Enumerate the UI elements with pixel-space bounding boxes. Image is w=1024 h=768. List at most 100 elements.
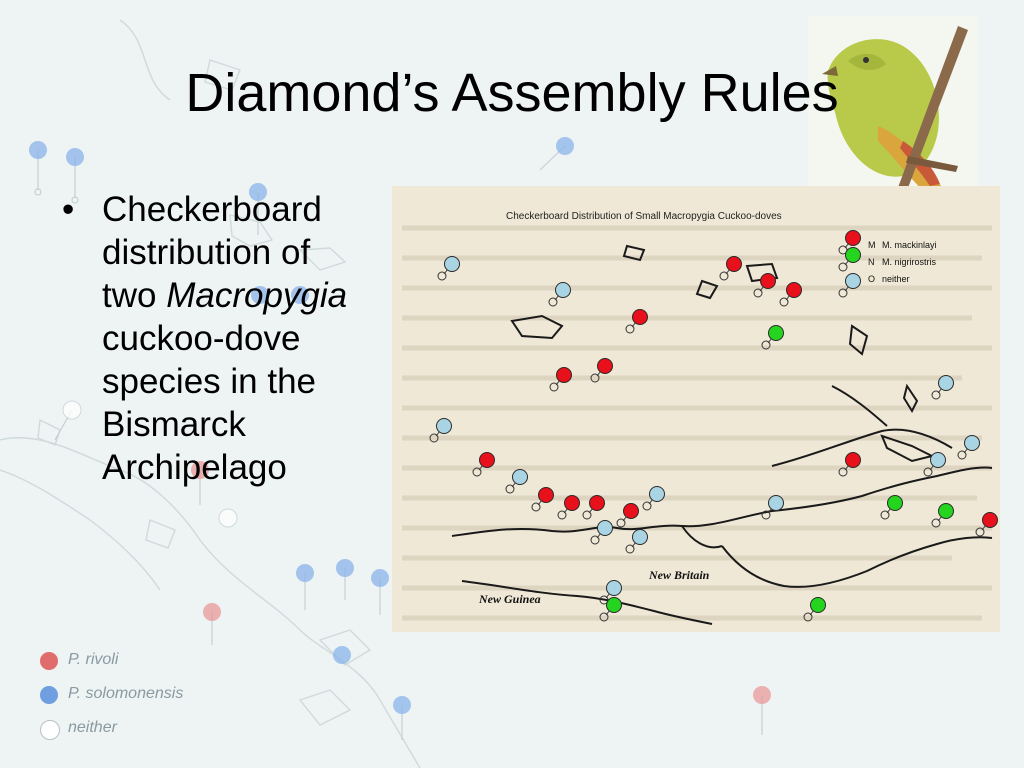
marker-ring bbox=[590, 535, 600, 545]
figure-legend-species: neither bbox=[882, 274, 910, 284]
mackinlayi-marker bbox=[623, 503, 639, 519]
marker-ring bbox=[642, 501, 652, 511]
marker-ring bbox=[429, 433, 439, 443]
mackinlayi-marker bbox=[845, 452, 861, 468]
bullet-marker: • bbox=[62, 190, 75, 229]
checkerboard-map-figure: Checkerboard Distribution of Small Macro… bbox=[392, 186, 1000, 632]
neither-marker bbox=[606, 580, 622, 596]
marker-ring bbox=[753, 288, 763, 298]
marker-ring bbox=[923, 467, 933, 477]
island-outline bbox=[745, 262, 779, 283]
bullet-line: two Macropygia bbox=[102, 274, 402, 317]
nigrirostris-marker bbox=[887, 495, 903, 511]
map-coastlines bbox=[451, 244, 993, 625]
marker-ring bbox=[582, 510, 592, 520]
marker-ring bbox=[505, 484, 515, 494]
marker-ring bbox=[599, 595, 609, 605]
marker-ring bbox=[975, 527, 985, 537]
legend-swatch-icon bbox=[40, 652, 58, 670]
background-markers bbox=[29, 137, 771, 714]
island-outline bbox=[848, 324, 869, 356]
new-guinea-label: New Guinea bbox=[478, 592, 541, 606]
island-outline bbox=[880, 434, 935, 463]
neither-marker bbox=[930, 452, 946, 468]
marker-ring bbox=[838, 467, 848, 477]
island-outline bbox=[510, 314, 564, 340]
legend-label: P. rivoli bbox=[68, 651, 119, 668]
figure-legend-code: O bbox=[868, 274, 875, 284]
new-guinea-coast bbox=[461, 580, 713, 625]
nigrirostris-marker bbox=[768, 325, 784, 341]
background-coastline bbox=[0, 19, 421, 768]
island-outline bbox=[695, 279, 719, 300]
mackinlayi-marker bbox=[538, 487, 554, 503]
mackinlayi-marker bbox=[982, 512, 998, 528]
new-britain-coast bbox=[451, 466, 993, 537]
island-outline bbox=[622, 244, 646, 262]
neither-marker bbox=[938, 375, 954, 391]
mackinlayi-marker bbox=[726, 256, 742, 272]
neither-marker bbox=[436, 418, 452, 434]
marker-ring bbox=[616, 518, 626, 528]
bullet-line: distribution of bbox=[102, 233, 311, 272]
marker-ring bbox=[472, 467, 482, 477]
nigrirostris-marker bbox=[938, 503, 954, 519]
neither-marker bbox=[964, 435, 980, 451]
marker-ring bbox=[625, 544, 635, 554]
marker-ring bbox=[931, 518, 941, 528]
neither-marker bbox=[555, 282, 571, 298]
new-britain-label: New Britain bbox=[648, 568, 710, 582]
marker-ring bbox=[719, 271, 729, 281]
figure-legend-code: N bbox=[868, 257, 875, 267]
legend-label: P. solomonensis bbox=[68, 685, 184, 702]
mackinlayi-marker bbox=[632, 309, 648, 325]
marker-ring bbox=[838, 288, 848, 298]
marker-ring bbox=[590, 373, 600, 383]
marker-ring bbox=[838, 262, 848, 272]
neither-marker bbox=[444, 256, 460, 272]
nigrirostris-marker bbox=[845, 247, 861, 263]
marker-ring bbox=[761, 510, 771, 520]
neither-marker bbox=[845, 273, 861, 289]
neither-marker bbox=[597, 520, 613, 536]
mackinlayi-marker bbox=[786, 282, 802, 298]
marker-ring bbox=[957, 450, 967, 460]
marker-ring bbox=[625, 324, 635, 334]
nigrirostris-marker bbox=[810, 597, 826, 613]
bullet-line: species in the bbox=[102, 362, 317, 401]
neither-marker bbox=[632, 529, 648, 545]
marker-ring bbox=[761, 340, 771, 350]
figure-legend-species: M. mackinlayi bbox=[882, 240, 937, 250]
marker-ring bbox=[548, 297, 558, 307]
mackinlayi-marker bbox=[597, 358, 613, 374]
island-markers bbox=[429, 230, 998, 622]
mackinlayi-marker bbox=[479, 452, 495, 468]
mackinlayi-marker bbox=[845, 230, 861, 246]
bullet-text: Checkerboard distribution of two Macropy… bbox=[102, 188, 402, 489]
marker-ring bbox=[880, 510, 890, 520]
figure-heading: Checkerboard Distribution of Small Macro… bbox=[506, 211, 782, 222]
bullet-line: cuckoo-dove bbox=[102, 319, 301, 358]
legend-swatch-icon bbox=[40, 686, 58, 704]
legend-swatch-icon bbox=[40, 720, 60, 740]
neither-marker bbox=[768, 495, 784, 511]
mackinlayi-marker bbox=[556, 367, 572, 383]
nigrirostris-marker bbox=[606, 597, 622, 613]
mackinlayi-marker bbox=[760, 273, 776, 289]
marker-ring bbox=[531, 502, 541, 512]
bullet-line: Bismarck bbox=[102, 405, 246, 444]
marker-ring bbox=[803, 612, 813, 622]
bullet-line-text: two bbox=[102, 276, 167, 315]
marker-ring bbox=[931, 390, 941, 400]
marker-ring bbox=[437, 271, 447, 281]
figure-legend: M M. mackinlayi N M. nigrirostris O neit… bbox=[868, 240, 937, 284]
bullet-line: Checkerboard bbox=[102, 190, 322, 229]
bullet-italic-genus: Macropygia bbox=[166, 276, 348, 315]
marker-ring bbox=[557, 510, 567, 520]
mackinlayi-marker bbox=[564, 495, 580, 511]
marker-ring bbox=[549, 382, 559, 392]
figure-legend-species: M. nigrirostris bbox=[882, 257, 937, 267]
bleed-through-text bbox=[402, 225, 992, 621]
